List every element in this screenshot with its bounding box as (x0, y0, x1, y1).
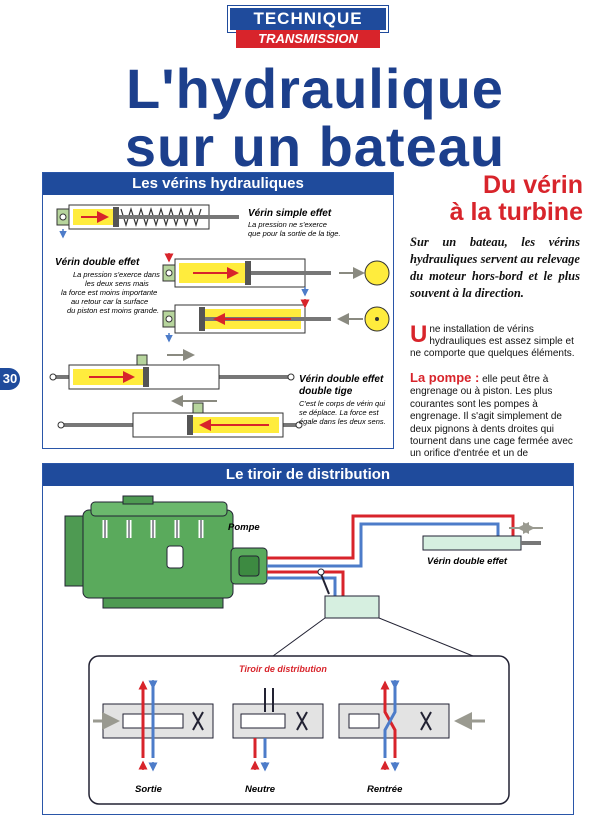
subtitle-line-1: Du vérin (482, 171, 583, 199)
section-tag: TECHNIQUE (228, 6, 388, 32)
intro-text: ne installation de vérins hydrauliques e… (410, 324, 575, 359)
verins-panel: Les vérins hydrauliques Vérin simple eff… (42, 172, 394, 449)
spool-label-rentree: Rentrée (367, 784, 403, 795)
article-lead: Sur un bateau, les vérins hydrauliques s… (410, 235, 580, 300)
double-effet-desc-3: la force est moins importante (61, 288, 157, 297)
spool-neutre (232, 688, 324, 772)
double-tige-cylinder-right (49, 349, 295, 390)
double-effet-desc-2: les deux sens mais (85, 279, 149, 288)
simple-effet-title: Vérin simple effet (248, 208, 332, 219)
simple-effet-desc-2: que pour la sortie de la tige. (248, 229, 341, 238)
title-line-2: sur un bateau (124, 115, 506, 178)
pompe-text: elle peut être à engrenage ou à piston. … (410, 374, 573, 460)
double-effet-desc-5: du piston est moins grande. (67, 306, 159, 315)
double-tige-desc-3: égale dans les deux sens. (299, 417, 386, 426)
subtitle-line-2: à la turbine (449, 198, 583, 226)
spool-label-sortie: Sortie (135, 784, 163, 795)
verin-caption: Vérin double effet (427, 556, 508, 567)
article-subtitle: Du vérin à la turbine (408, 172, 583, 226)
spool-sortie (93, 680, 214, 772)
spool-rentree (338, 680, 485, 772)
tiroir-diagram: Pompe Vérin double effet Tiroir de distr… (64, 495, 543, 805)
double-effet-title: Vérin double effet (55, 257, 140, 268)
pompe-caption: Pompe (228, 522, 260, 533)
double-tige-title-1: Vérin double effet (299, 374, 384, 385)
tiroir-callout-label: Tiroir de distribution (239, 664, 327, 674)
double-tige-title-2: double tige (299, 386, 353, 397)
page-number: 30 (0, 368, 20, 390)
article-pompe: La pompe : elle peut être à engrenage ou… (410, 370, 580, 461)
page-title: L'hydraulique sur un bateau (80, 60, 550, 176)
double-tige-desc-2: se déplace. La force est (299, 408, 380, 417)
double-tige-desc-1: C'est le corps de vérin qui (299, 399, 385, 408)
double-effet-desc-4: au retour car la surface (71, 297, 148, 306)
simple-effet-cylinder (56, 204, 239, 239)
verin-double-effet-cylinder (422, 522, 543, 551)
verins-diagram: Vérin simple effet La pression ne s'exer… (49, 204, 390, 438)
double-effet-cylinder-out (162, 253, 390, 297)
double-effet-cylinder-in (162, 299, 390, 343)
engine-block (64, 495, 234, 609)
intro-dropcap: U (410, 321, 428, 348)
verins-heading: Les vérins hydrauliques (43, 173, 393, 195)
spool-label-neutre: Neutre (245, 784, 276, 795)
tiroir-heading: Le tiroir de distribution (43, 464, 573, 486)
double-effet-desc-1: La pression s'exerce dans (73, 270, 160, 279)
subsection-tag: TRANSMISSION (236, 30, 380, 48)
title-line-1: L'hydraulique (126, 57, 504, 120)
distributor-block (317, 568, 380, 619)
double-tige-cylinder-left (57, 395, 303, 438)
simple-effet-desc-1: La pression ne s'exerce (248, 220, 327, 229)
tiroir-panel: Le tiroir de distribution Pompe (42, 463, 574, 815)
pompe-label: La pompe : (410, 370, 480, 385)
pump (230, 547, 268, 585)
